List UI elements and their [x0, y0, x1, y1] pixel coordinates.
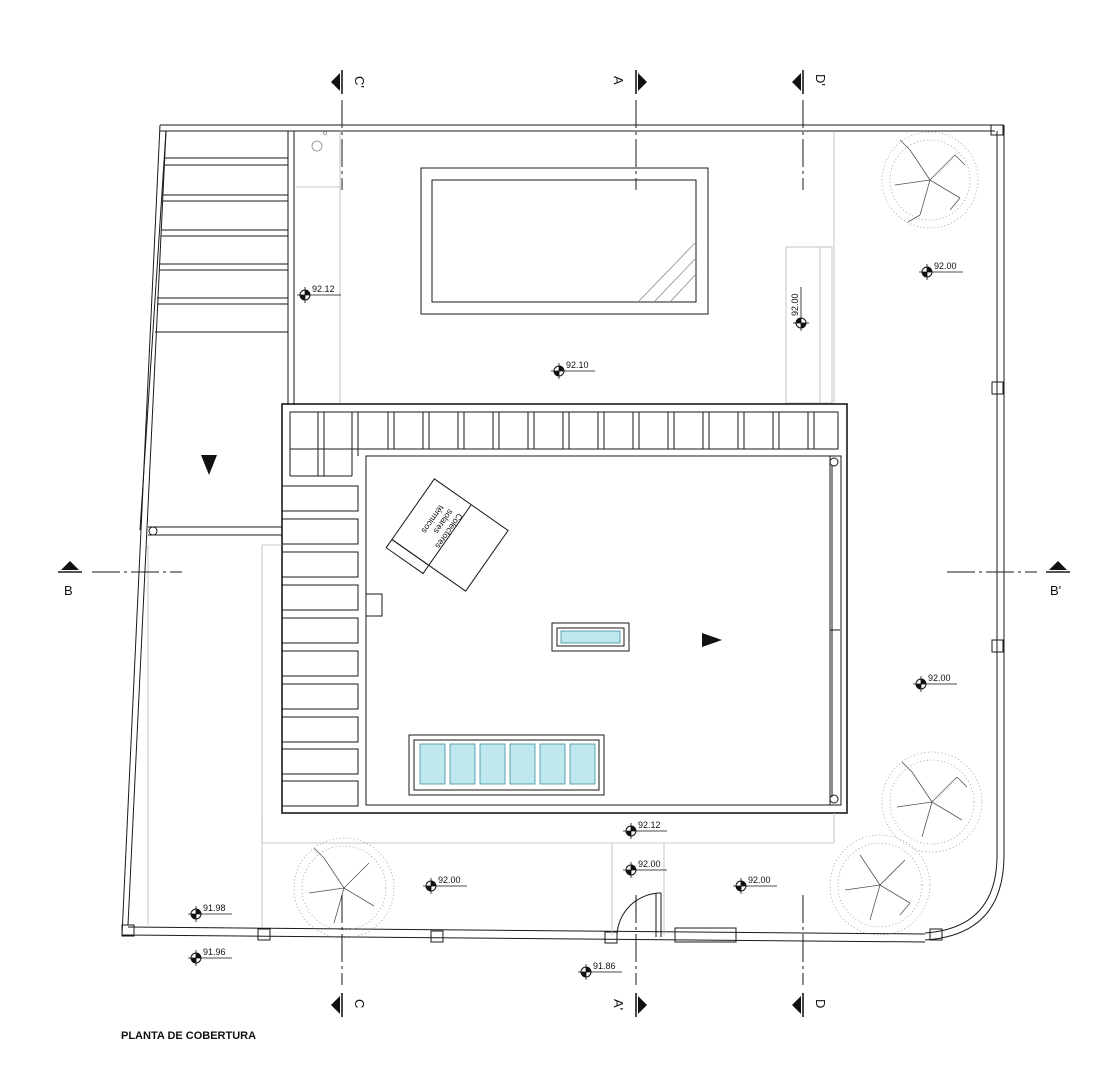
elevation-marker: 92.00 [919, 261, 963, 280]
elevation-marker: 92.00 [423, 875, 467, 894]
left-panel-column [281, 485, 383, 807]
section-marker-c: C [331, 993, 367, 1017]
elevation-value: 92.12 [312, 284, 335, 294]
section-arrow-icon [792, 73, 801, 91]
skylight-large [408, 734, 605, 796]
section-arrow-icon [331, 996, 340, 1014]
elevation-value: 92.00 [438, 875, 461, 885]
section-label-d-prime: D' [813, 74, 828, 86]
tree-icon [881, 131, 979, 229]
section-label-b-prime: B' [1050, 583, 1061, 598]
tree-icon [829, 834, 931, 936]
section-label-c: C [352, 999, 367, 1008]
section-label-d: D [813, 999, 828, 1008]
elevation-marker: 92.12 [297, 284, 341, 303]
tree-icon [881, 751, 983, 853]
top-panel-row [289, 411, 839, 477]
elevation-value: 92.12 [638, 820, 661, 830]
elevation-marker: 92.12 [623, 820, 667, 839]
pool [420, 167, 709, 315]
site-boundary [121, 124, 1005, 944]
section-marker-c-prime: C' [331, 70, 367, 94]
section-marker-a: A [611, 70, 647, 94]
section-label-a: A [611, 76, 626, 85]
section-arrow-icon [638, 73, 647, 91]
section-arrow-icon [792, 996, 801, 1014]
section-marker-d: D [792, 993, 828, 1017]
section-marker-b: B [58, 561, 82, 598]
roof-slope-arrow-icon [702, 633, 722, 647]
elevation-marker: 92.00 [790, 287, 809, 331]
elevation-marker: 92.00 [733, 875, 777, 894]
elevation-value: 92.00 [790, 293, 800, 316]
section-arrow-icon [61, 561, 79, 570]
elevation-value: 92.00 [638, 859, 661, 869]
door-swing [616, 892, 662, 936]
elevation-value: 91.96 [203, 947, 226, 957]
elevation-marker: 91.96 [188, 947, 232, 966]
section-lines [92, 100, 1037, 985]
stair-direction-arrow-icon [201, 455, 217, 475]
elevation-marker: 91.98 [188, 903, 232, 922]
drawing-title: PLANTA DE COBERTURA [121, 1030, 256, 1042]
building-roof [281, 403, 848, 814]
section-arrow-icon [638, 996, 647, 1014]
elevation-marker: 92.00 [623, 859, 667, 878]
skylight-small [551, 622, 630, 652]
section-label-b: B [64, 583, 73, 598]
elevation-value: 92.00 [748, 875, 771, 885]
section-arrow-icon [1049, 561, 1067, 570]
section-arrow-icon [331, 73, 340, 91]
elevation-value: 92.10 [566, 360, 589, 370]
tree-icon [293, 837, 395, 939]
stairs [139, 130, 295, 928]
section-marker-d-prime: D' [792, 70, 828, 94]
elevation-marker: 92.10 [551, 360, 595, 379]
elevation-marker: 92.00 [913, 673, 957, 692]
solar-collectors: Colectores solares térmicos [385, 478, 509, 592]
elevation-markers: 92.12 92.10 92.00 92.00 92.00 92.12 92.00 92.00… [188, 261, 963, 980]
elevation-value: 91.86 [593, 961, 616, 971]
section-marker-a-prime: A' [611, 993, 647, 1017]
elevation-value: 92.00 [934, 261, 957, 271]
lower-garden [261, 544, 835, 943]
section-label-c-prime: C' [352, 76, 367, 88]
section-marker-b-prime: B' [1046, 561, 1070, 598]
elevation-value: 91.98 [203, 903, 226, 913]
elevation-marker: 91.86 [578, 961, 622, 980]
elevation-value: 92.00 [928, 673, 951, 683]
section-label-a-prime: A' [611, 999, 626, 1010]
upper-terrace [294, 131, 835, 404]
